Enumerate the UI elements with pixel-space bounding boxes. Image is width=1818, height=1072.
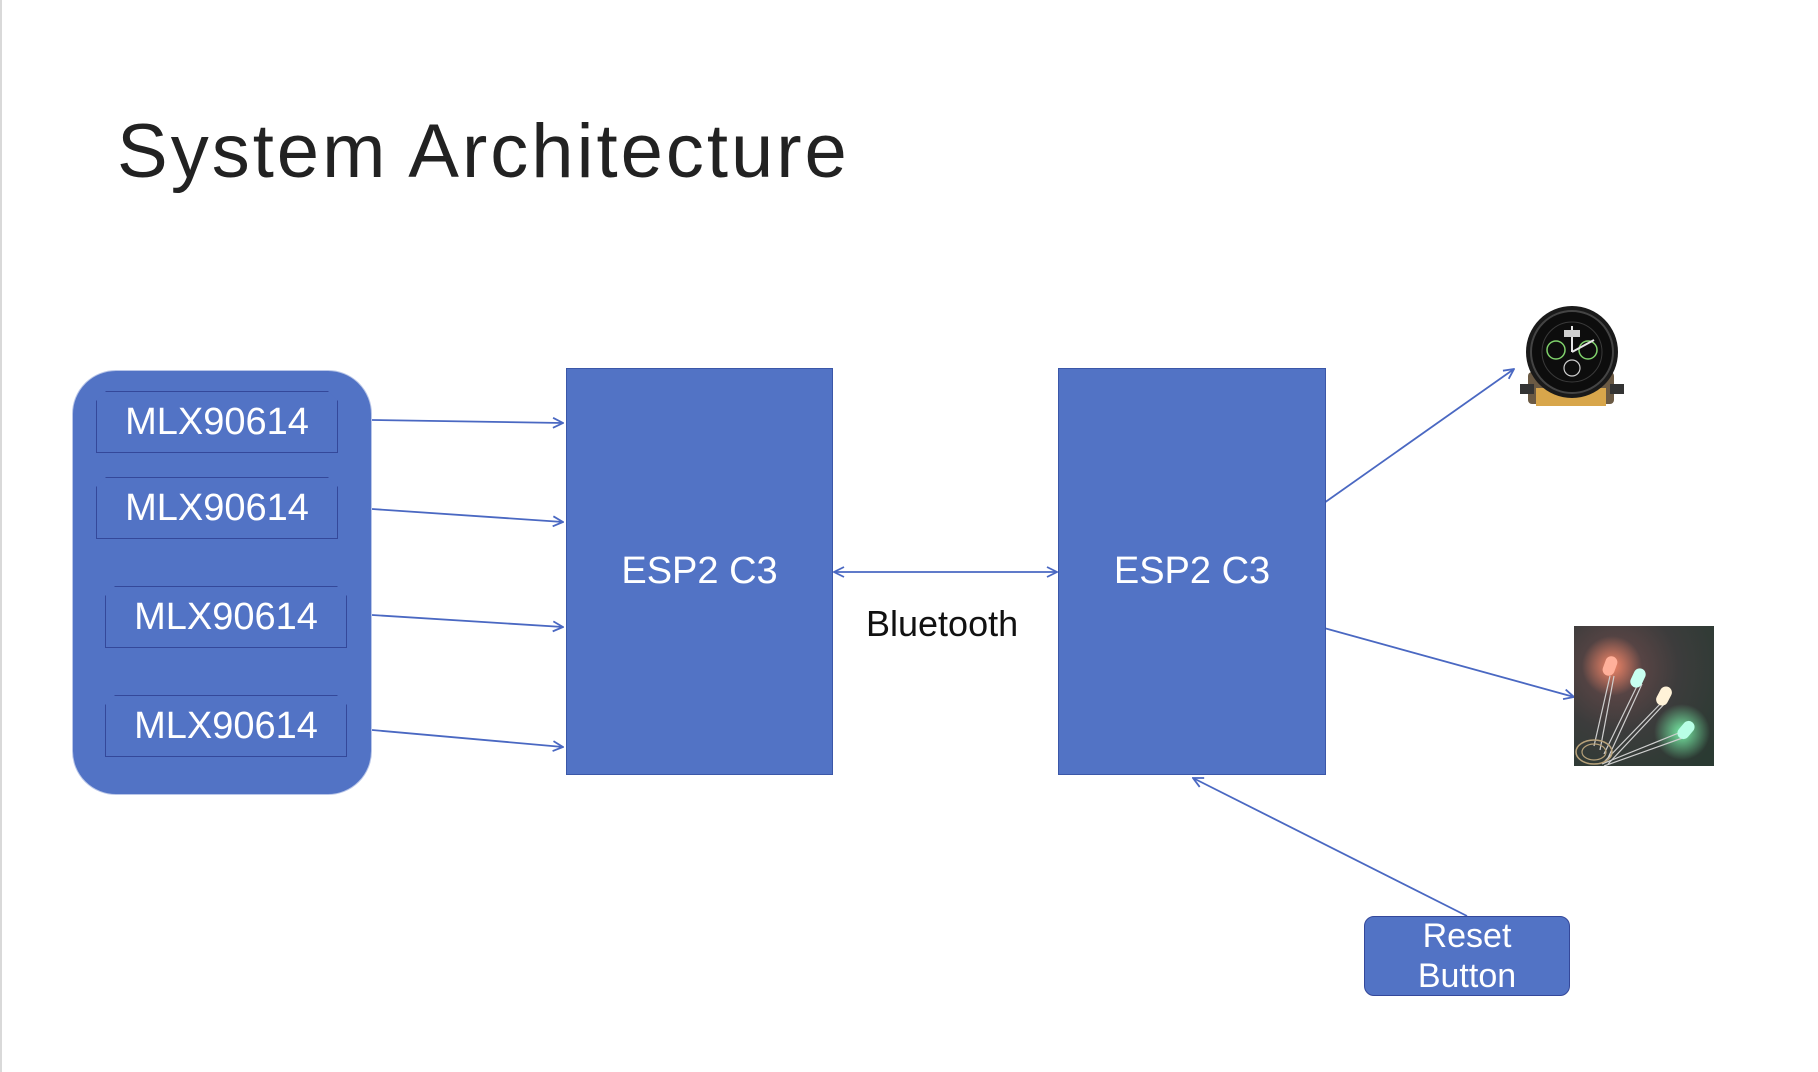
esp-left-label: ESP2 C3 (621, 550, 778, 592)
esp-controller-left: ESP2 C3 (566, 368, 833, 775)
reset-button-line1: Reset (1422, 917, 1512, 955)
arrow-sensor3-to-esp (371, 614, 563, 627)
sensor-mlx90614-3: MLX90614 (105, 586, 347, 648)
arrow-sensor2-to-esp (371, 508, 563, 522)
arrow-esp-to-display (1323, 369, 1514, 504)
arrow-esp-to-leds (1323, 627, 1574, 697)
arrow-sensor1-to-esp (371, 420, 563, 423)
sensor-mlx90614-1: MLX90614 (96, 391, 338, 453)
reset-button[interactable]: Reset Button (1364, 916, 1570, 996)
bluetooth-label: Bluetooth (866, 603, 1019, 644)
esp-right-label: ESP2 C3 (1113, 550, 1271, 592)
slide-left-edge (0, 0, 2, 1072)
round-smartwatch-display-icon (1520, 306, 1624, 406)
sensor-mlx90614-4: MLX90614 (105, 695, 347, 757)
rgb-led-photo-icon (1574, 626, 1714, 766)
arrow-reset-to-esp (1193, 778, 1468, 917)
reset-button-line2: Button (1417, 957, 1517, 995)
slide-title: System Architecture (117, 109, 850, 194)
arrow-sensor4-to-esp (371, 729, 563, 747)
sensor-mlx90614-2: MLX90614 (96, 477, 338, 539)
esp-controller-right: ESP2 C3 (1058, 368, 1326, 775)
